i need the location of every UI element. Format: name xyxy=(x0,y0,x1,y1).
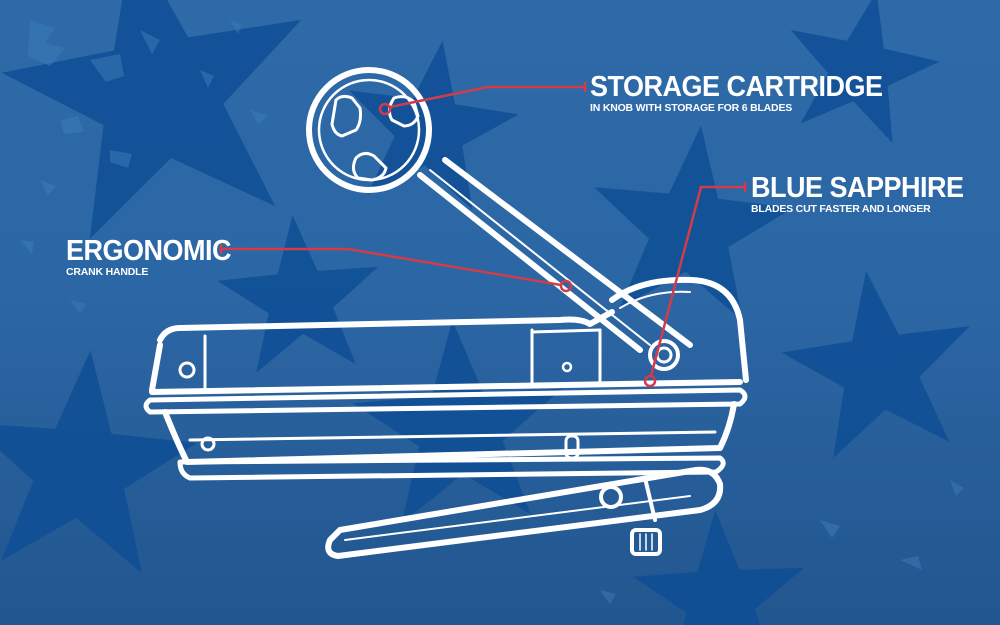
crank-arm xyxy=(417,157,693,371)
callout-subtitle: BLADES CUT FASTER AND LONGER xyxy=(751,203,931,215)
head-housing xyxy=(609,276,749,383)
leader-blue-sapphire xyxy=(643,182,747,388)
leader-storage-cartridge xyxy=(378,82,587,116)
callout-blue-sapphire: BLUE SAPPHIRE BLADES CUT FASTER AND LONG… xyxy=(751,171,964,215)
adjust-screw xyxy=(630,528,662,556)
upper-body xyxy=(149,309,743,395)
callout-title: ERGONOMIC xyxy=(66,234,232,267)
callout-title: BLUE SAPPHIRE xyxy=(751,171,964,204)
callout-subtitle: IN KNOB WITH STORAGE FOR 6 BLADES xyxy=(590,102,793,114)
lower-base xyxy=(143,387,748,481)
callout-title: STORAGE CARTRIDGE xyxy=(590,70,883,103)
callout-storage-cartridge: STORAGE CARTRIDGE IN KNOB WITH STORAGE F… xyxy=(590,70,883,114)
callout-subtitle: CRANK HANDLE xyxy=(66,266,149,278)
leader-ergonomic xyxy=(219,244,573,293)
lower-handle xyxy=(325,466,724,559)
callout-ergonomic: ERGONOMIC CRANK HANDLE xyxy=(66,234,232,278)
